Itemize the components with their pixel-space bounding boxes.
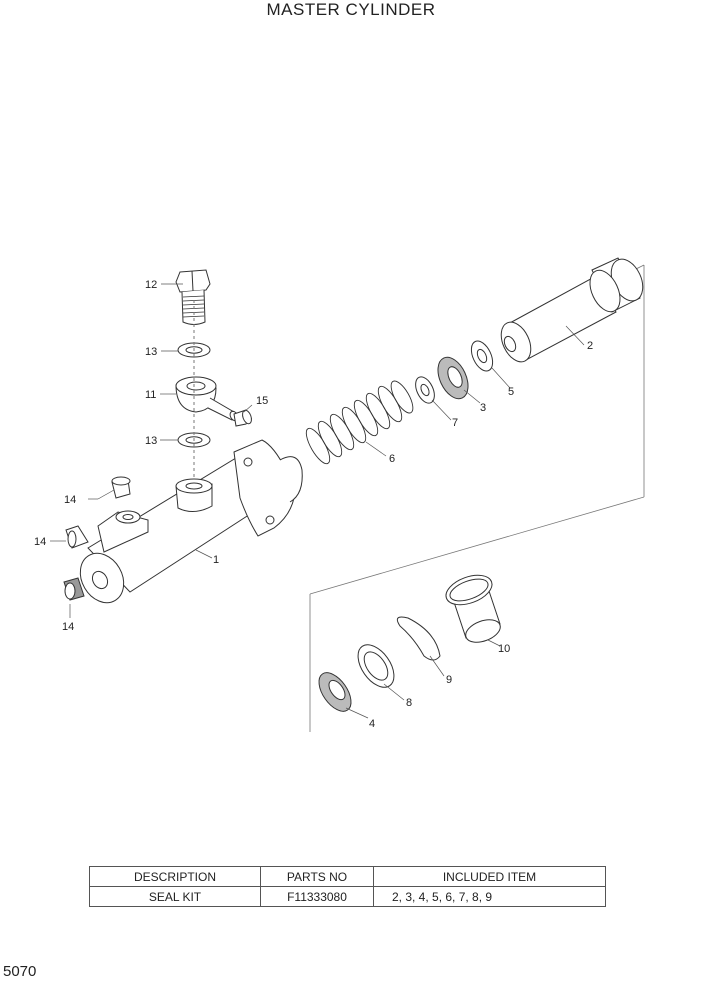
callout-14-left: 14 [34, 536, 46, 548]
callout-14-top: 14 [64, 494, 76, 506]
callout-5: 5 [508, 386, 514, 398]
callout-14-bottom: 14 [62, 621, 74, 633]
callout-4: 4 [369, 718, 375, 730]
callout-9: 9 [446, 674, 452, 686]
plug-part-14-bottom [63, 577, 85, 601]
page-number: 5070 [3, 963, 37, 980]
header-included-item: INCLUDED ITEM [373, 866, 606, 887]
washer-part-8 [357, 644, 395, 688]
callout-13-lower: 13 [145, 435, 157, 447]
callout-11: 11 [145, 389, 156, 401]
callout-13-upper: 13 [145, 346, 157, 358]
page-title: MASTER CYLINDER [266, 0, 436, 19]
callout-15: 15 [256, 395, 268, 407]
callout-2: 2 [587, 340, 593, 352]
washer-part-7 [415, 376, 435, 404]
table-header-row: DESCRIPTION PARTS NO INCLUDED ITEM [89, 866, 606, 887]
banjo-fitting-part-11 [175, 376, 239, 422]
callout-8: 8 [406, 697, 412, 709]
seal-kit-table: DESCRIPTION PARTS NO INCLUDED ITEM SEAL … [89, 866, 606, 907]
header-description: DESCRIPTION [89, 866, 261, 887]
plug-part-14-left [65, 525, 89, 549]
plug-part-14-top [111, 476, 131, 499]
cell-included-item: 2, 3, 4, 5, 6, 7, 8, 9 [373, 886, 606, 907]
snap-ring-part-9 [396, 616, 441, 661]
callout-12: 12 [145, 279, 157, 291]
cell-description: SEAL KIT [89, 886, 261, 907]
callout-3: 3 [480, 402, 486, 414]
callout-leader-lines [50, 283, 585, 719]
sleeve-part-10 [445, 574, 501, 643]
callout-1: 1 [213, 554, 219, 566]
cylinder-body-part-1 [79, 439, 303, 604]
callout-6: 6 [389, 453, 395, 465]
detail-box-outline [309, 264, 645, 732]
table-row: SEAL KIT F11333080 2, 3, 4, 5, 6, 7, 8, … [89, 886, 606, 907]
seal-part-3 [437, 356, 469, 400]
spring-part-6 [305, 380, 414, 465]
plug-part-15 [233, 409, 252, 427]
callout-10: 10 [498, 643, 510, 655]
callout-7: 7 [452, 417, 458, 429]
cell-parts-no: F11333080 [260, 886, 374, 907]
seal-part-4 [318, 672, 352, 712]
piston-part-2 [500, 257, 644, 363]
washer-part-5 [470, 340, 494, 372]
bolt-part-12 [175, 269, 211, 325]
header-parts-no: PARTS NO [260, 866, 374, 887]
